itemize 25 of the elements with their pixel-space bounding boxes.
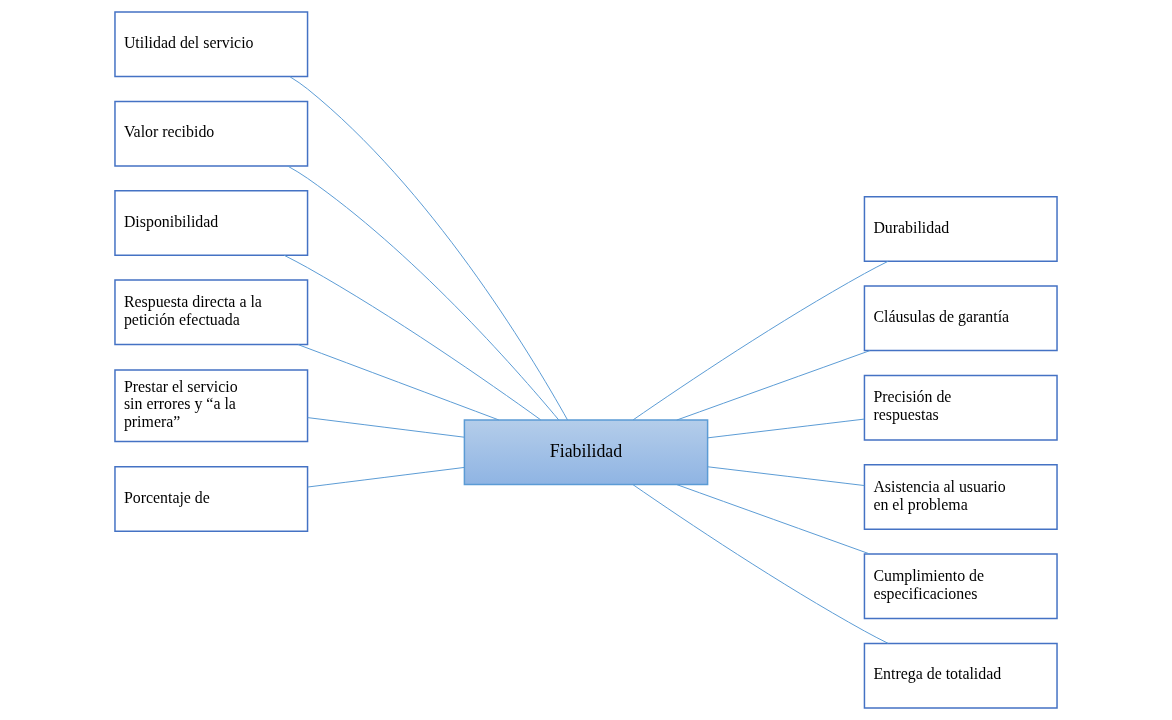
node-box: Valor recibido — [114, 100, 309, 167]
node-box: Respuesta directa a la petición efectuada — [114, 279, 309, 346]
connector — [632, 260, 889, 421]
node-box: Durabilidad — [863, 195, 1058, 262]
node-box: Cláusulas de garantía — [863, 285, 1058, 352]
connector — [707, 418, 865, 439]
connector — [676, 484, 871, 555]
node-box: Precisión de respuestas — [863, 374, 1058, 441]
node-box: Entrega de totalidad — [863, 642, 1058, 709]
node-box: Fiabilidad — [463, 419, 709, 486]
node-box: Porcentaje de — [114, 465, 309, 532]
connector — [283, 254, 542, 421]
connector — [707, 466, 865, 487]
node-box: Cumplimiento de especificaciones — [863, 553, 1058, 620]
connector — [307, 466, 465, 488]
connector — [297, 344, 500, 421]
node-box: Prestar el servicio sin errores y “a la primera” — [114, 369, 309, 443]
connector — [632, 484, 889, 644]
connector — [307, 417, 465, 438]
node-box: Asistencia al usuario en el problema — [863, 464, 1058, 530]
connector — [289, 76, 569, 421]
connector — [676, 350, 871, 421]
node-box: Utilidad del servicio — [114, 11, 309, 78]
node-box: Disponibilidad — [114, 190, 309, 256]
connector — [287, 165, 560, 421]
